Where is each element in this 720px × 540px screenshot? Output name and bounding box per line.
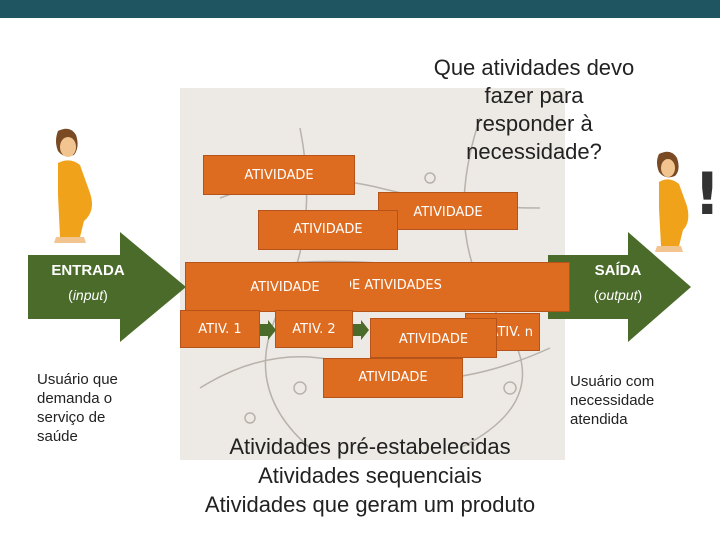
saida-subtitle: (output) [558, 284, 678, 306]
bottom-line: Atividades pré-estabelecidas [150, 432, 590, 461]
entrada-subtitle: (input) [28, 284, 148, 306]
question-line: fazer para [400, 82, 668, 110]
left-caption-line: Usuário que [37, 370, 167, 389]
question-text: Que atividades devo fazer para responder… [400, 54, 668, 166]
left-caption-line: demanda o [37, 389, 167, 408]
entrada-arrow: ENTRADA (input) [28, 232, 188, 342]
de-atividades-label: DE ATIVIDADES [350, 265, 470, 305]
bottom-line: Atividades sequenciais [150, 461, 590, 490]
question-line: necessidade? [400, 138, 668, 166]
atividade-box-bottom: ATIVIDADE [323, 358, 463, 398]
atividade-box-top: ATIVIDADE [203, 155, 355, 195]
atividade-box-mid: ATIVIDADE [258, 210, 398, 250]
ativ-1-box: ATIV. 1 [180, 310, 260, 348]
question-line: responder à [400, 110, 668, 138]
left-caption: Usuário que demanda o serviço de saúde [37, 370, 167, 446]
atividade-box-right: ATIVIDADE [378, 192, 518, 230]
bottom-line: Atividades que geram um produto [150, 490, 590, 519]
right-caption-line: necessidade [570, 391, 710, 410]
right-caption: Usuário com necessidade atendida [570, 372, 710, 429]
left-caption-line: serviço de [37, 408, 167, 427]
right-caption-line: atendida [570, 410, 710, 429]
exclamation-mark: ! [694, 160, 720, 228]
right-caption-line: Usuário com [570, 372, 710, 391]
question-line: Que atividades devo [400, 54, 668, 82]
atividade-box-small: ATIVIDADE [370, 318, 497, 358]
top-bar [0, 0, 720, 18]
arrow-right-icon [353, 320, 369, 340]
arrow-right-icon [260, 320, 276, 340]
ativ-2-box: ATIV. 2 [275, 310, 353, 348]
saida-title: SAÍDA [558, 260, 678, 282]
atividade-box-main: ATIVIDADE [220, 265, 350, 309]
left-caption-line: saúde [37, 427, 167, 446]
bottom-text: Atividades pré-estabelecidas Atividades … [150, 432, 590, 519]
entrada-title: ENTRADA [28, 260, 148, 282]
